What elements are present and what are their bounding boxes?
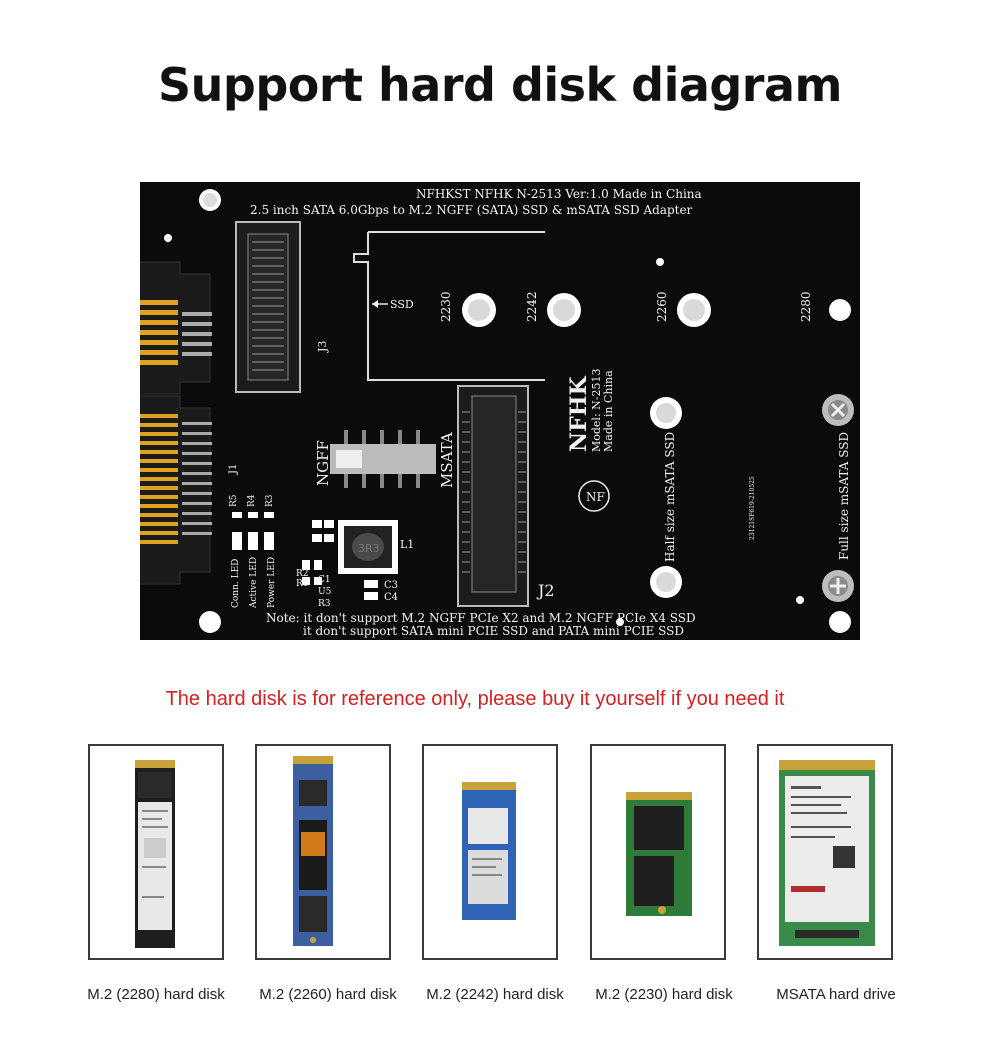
board-note-2: it don't support SATA mini PCIE SSD and …: [303, 624, 684, 638]
half-size-label: Half size mSATA SSD: [663, 432, 677, 562]
model-text: Model: N-2513: [590, 369, 603, 453]
serial-number: 23121SF619-210525: [749, 476, 756, 540]
resistor-r4: R4: [247, 494, 257, 507]
page-title: Support hard disk diagram: [158, 58, 842, 112]
size-2280: 2280: [799, 291, 813, 322]
resistor-r3: R3: [265, 494, 275, 507]
ssd-2260-image: [293, 756, 333, 946]
size-2242: 2242: [525, 291, 539, 322]
j1-label: J1: [228, 464, 239, 475]
size-2230: 2230: [439, 291, 453, 322]
cap-c4: C4: [384, 592, 398, 603]
led-active-label: Active LED: [249, 557, 259, 609]
disk-caption-2242: M.2 (2242) hard disk: [426, 986, 564, 1003]
l1-label: L1: [400, 538, 414, 551]
reference-notice: The hard disk is for reference only, ple…: [165, 688, 785, 710]
ssd-2230-image: [626, 792, 692, 916]
inductor-code: 3R3: [358, 542, 380, 555]
j2-label: J2: [536, 581, 555, 600]
adapter-board-image: SSD J3 2230 2242 2260 2280 NFHKST NFHK N…: [137, 182, 860, 640]
ssd-label: SSD: [390, 298, 414, 311]
disk-card-2242: [422, 744, 558, 960]
size-2260: 2260: [655, 291, 669, 322]
made-in-text: Made in China: [602, 370, 615, 452]
brand-logo: NFHK: [566, 375, 592, 452]
board-line-2: 2.5 inch SATA 6.0Gbps to M.2 NGFF (SATA)…: [250, 203, 693, 217]
disk-card-2260: [255, 744, 391, 960]
cap-c3: C3: [384, 580, 398, 591]
disk-card-2280: [88, 744, 224, 960]
board-note-1: Note: it don't support M.2 NGFF PCIe X2 …: [266, 611, 696, 625]
ssd-2242-image: [462, 782, 516, 920]
board-line-1: NFHKST NFHK N-2513 Ver:1.0 Made in China: [416, 187, 702, 201]
disk-caption-msata: MSATA hard drive: [776, 986, 896, 1003]
ssd-2280-image: [135, 760, 175, 948]
disk-card-msata: [757, 744, 893, 960]
disk-caption-2230: M.2 (2230) hard disk: [595, 986, 733, 1003]
smd-r3b: R3: [318, 599, 331, 609]
disk-caption-2280: M.2 (2280) hard disk: [87, 986, 225, 1003]
j3-label: J3: [316, 341, 329, 353]
disk-card-2230: [590, 744, 726, 960]
smd-c1: C1: [318, 575, 331, 585]
disk-caption-2260: M.2 (2260) hard disk: [259, 986, 397, 1003]
nf-logo: NF: [586, 490, 605, 504]
full-size-label: Full size mSATA SSD: [837, 432, 851, 560]
resistor-r5: R5: [229, 494, 239, 507]
msata-drive-image: [779, 760, 875, 946]
switch-label-ngff: NGFF: [314, 440, 332, 486]
led-conn-label: Conn. LED: [231, 559, 241, 608]
switch-label-msata: MSATA: [438, 432, 456, 488]
led-power-label: Power LED: [267, 557, 277, 608]
smd-u5: U5: [318, 587, 332, 597]
smd-r1: R1: [296, 579, 309, 589]
smd-r2: R2: [296, 569, 309, 579]
